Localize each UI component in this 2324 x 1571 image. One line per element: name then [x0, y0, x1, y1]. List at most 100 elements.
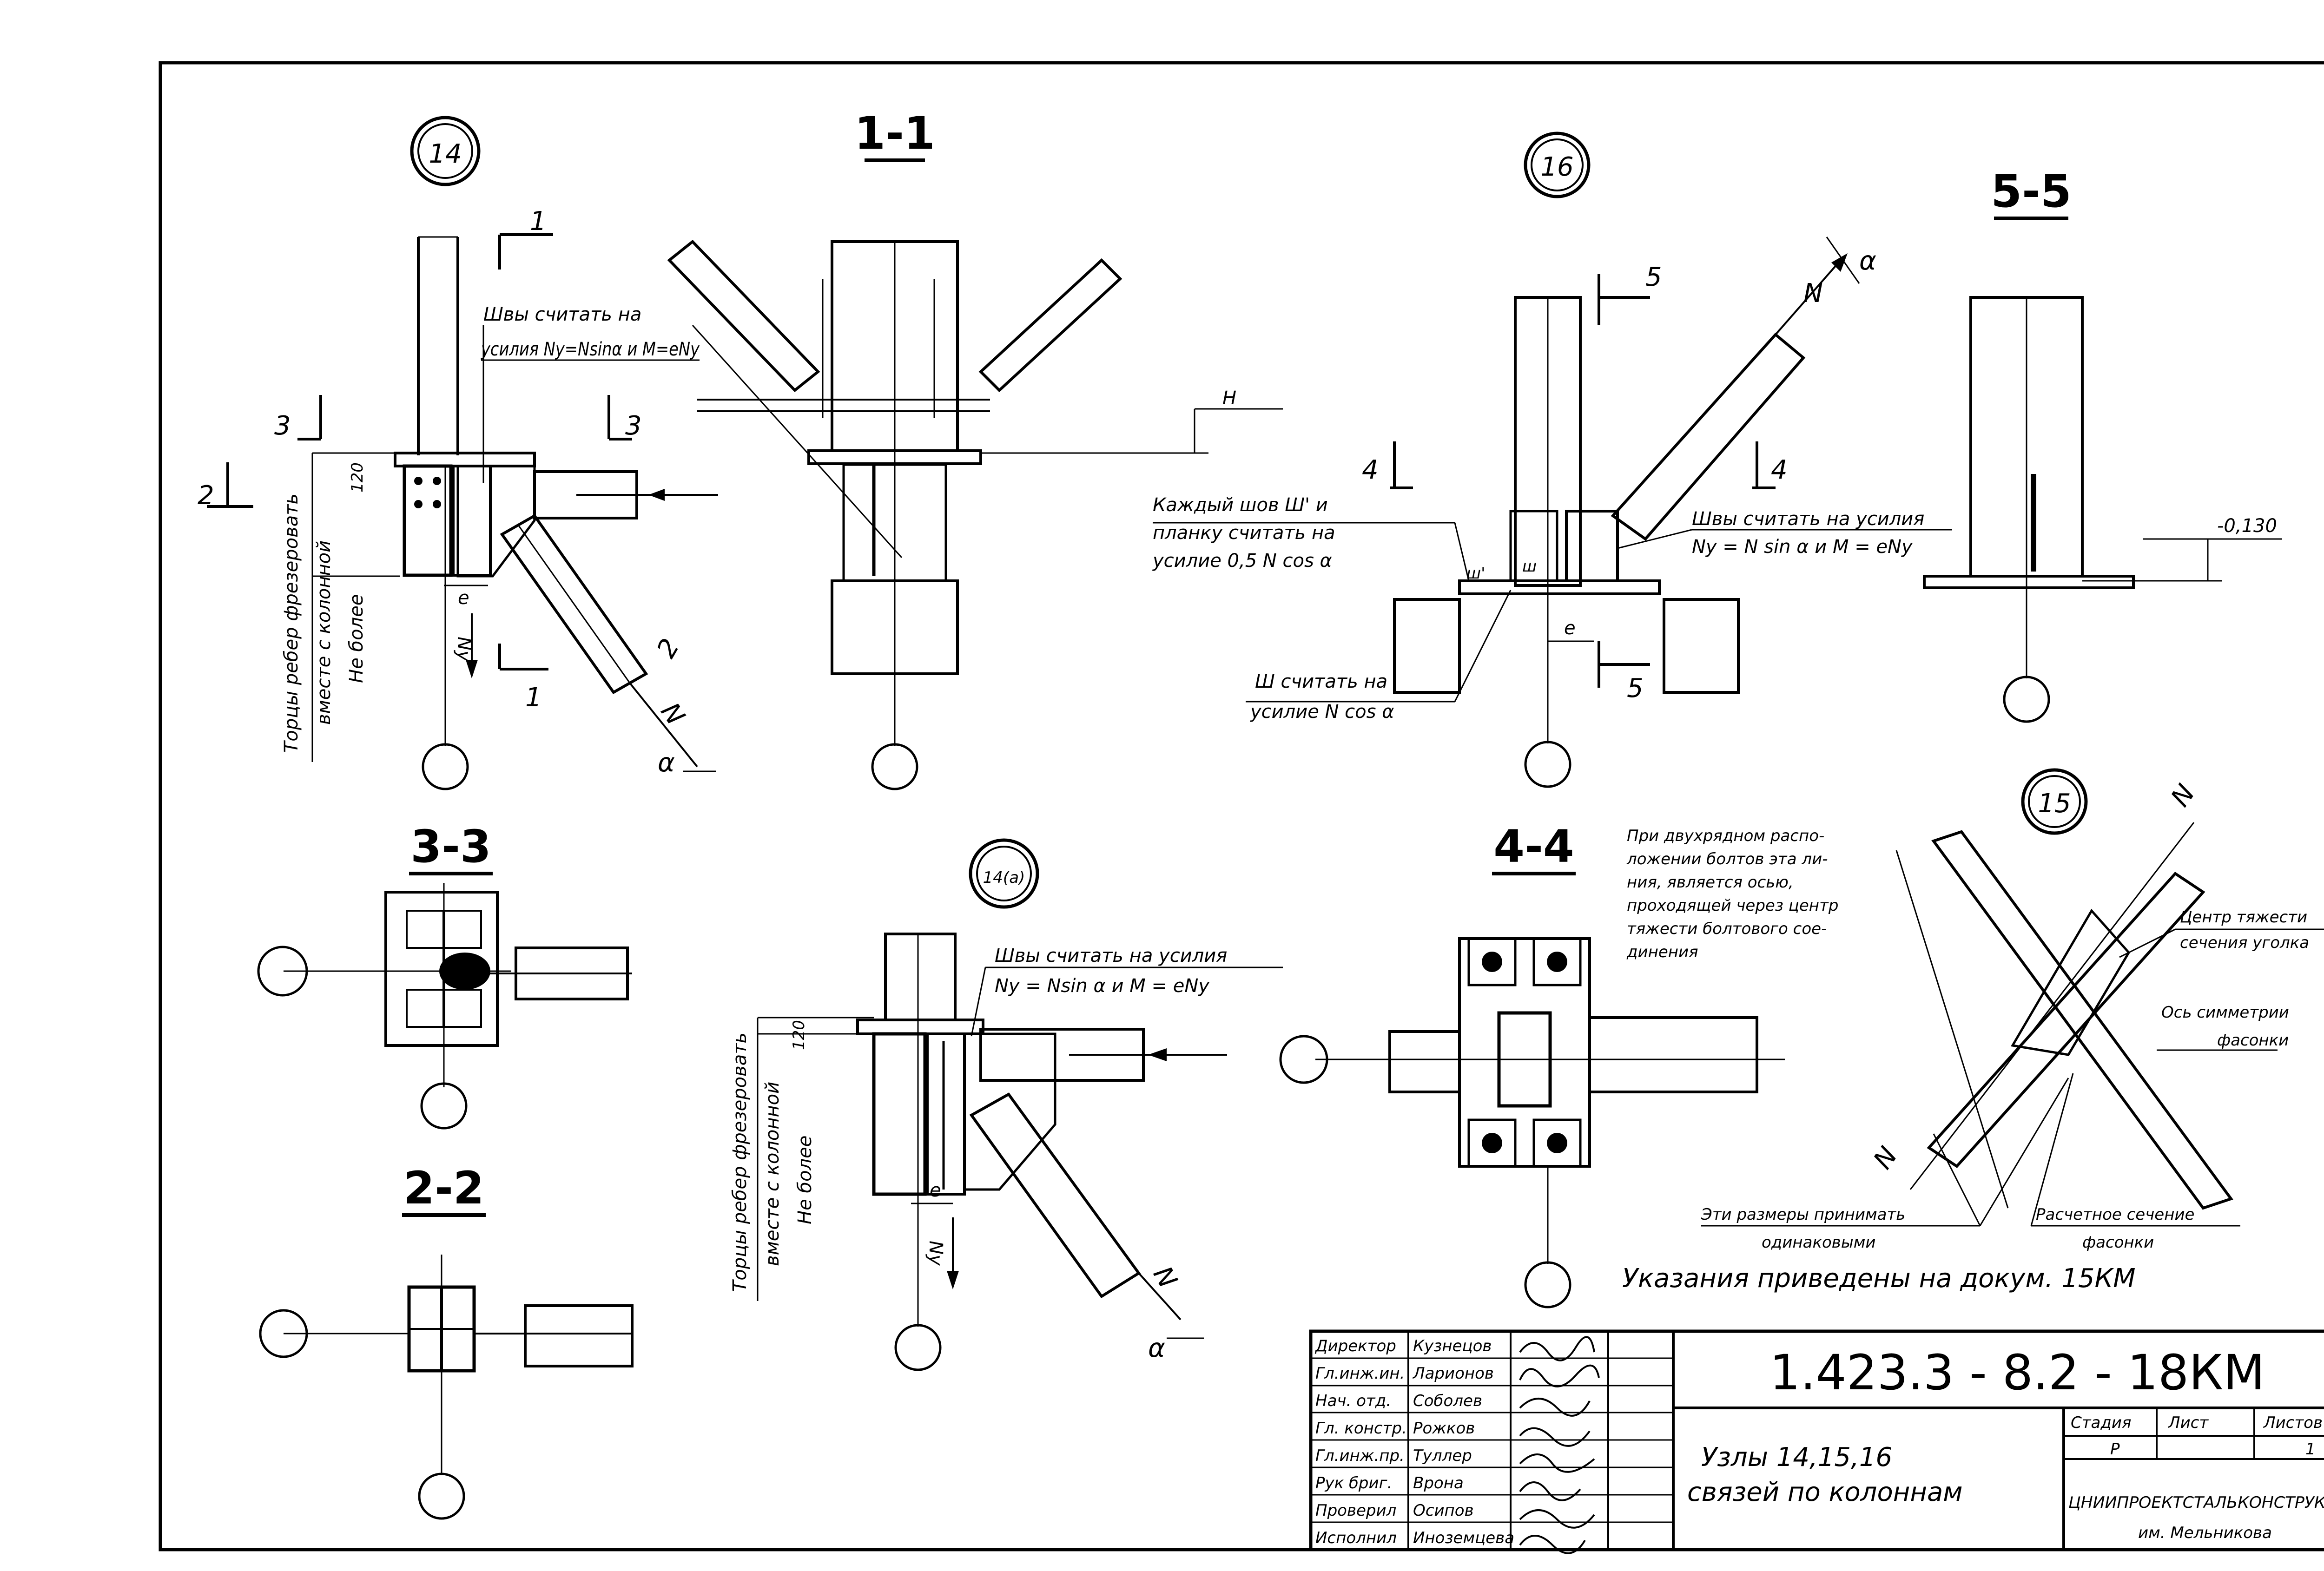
sheets-value: 1 [2305, 1440, 2316, 1459]
note-calc-section-2: фасонки [2082, 1233, 2154, 1252]
label-sh-prime-16: ш' [1466, 564, 1485, 583]
staff-name: Врона [1413, 1474, 1464, 1492]
mark-H: Н [1222, 388, 1236, 409]
sheet-label: Лист [2167, 1413, 2209, 1432]
note-14-milled-3: Не более [346, 594, 367, 683]
label-N-16: N [1803, 278, 1823, 309]
staff-name: Ларионов [1412, 1364, 1494, 1383]
section-2-2: 2-2 [259, 1162, 634, 1520]
staff-role: Гл.инж.пр. [1315, 1446, 1405, 1465]
section-title-5-5: 5-5 [1991, 165, 2071, 217]
dim-120-14a: 120 [790, 1020, 808, 1050]
note-14-milled-1: Торцы ребер фрезеровать [281, 493, 302, 753]
staff-role: Рук бриг. [1315, 1474, 1392, 1492]
note-bolts-6: динения [1626, 943, 1698, 961]
cut-4-left: 4 [1362, 455, 1379, 485]
section-5-5: 5-5 -0,130 [1923, 165, 2282, 723]
sheets-label: Листов [2263, 1413, 2323, 1432]
note-16-sh-2: усилие N cos α [1250, 701, 1394, 723]
note-14a-welds-2: Ny = Nsin α и M = eNy [995, 975, 1210, 997]
node-14a: 14(а) N α e Ny Швы считать на усилия Ny … [729, 838, 1283, 1371]
label-N-15-bottom: N [1868, 1141, 1903, 1175]
label-N-15-top: N [2165, 779, 2201, 812]
note-calc-section-1: Расчетное сечение [2036, 1205, 2194, 1224]
label-sh-16: ш [1522, 557, 1537, 576]
note-14-milled-2: вместе с колонной [313, 540, 335, 725]
note-symmetry-2: фасонки [2217, 1031, 2289, 1050]
label-alpha-14a: α [1148, 1333, 1165, 1363]
node-14: 14 N α e Ny 1 [198, 116, 718, 790]
callout-14: 14 [429, 139, 462, 169]
staff-role: Гл.инж.ин. [1315, 1364, 1405, 1383]
section-4-4: 4-4 При двухрядном распо- ложении болтов… [1279, 821, 2009, 1308]
cut-5-bottom: 5 [1627, 673, 1644, 703]
note-centroid-1: Центр тяжести [2180, 908, 2307, 927]
note-16-welds-2: Ny = N sin α и M = eNy [1692, 536, 1913, 558]
signatures [1519, 1336, 1600, 1554]
note-symmetry-1: Ось симметрии [2161, 1003, 2289, 1022]
cut-3-right: 3 [625, 411, 642, 441]
cut-1-bottom: 1 [525, 683, 542, 713]
callout-16: 16 [1540, 152, 1573, 182]
title-block: Директор Кузнецов Гл.инж.ин. Ларионов На… [1309, 1329, 2324, 1554]
note-equal-1: Эти размеры принимать [1701, 1205, 1905, 1224]
stage-value: Р [2110, 1440, 2120, 1459]
stage-label: Стадия [2071, 1413, 2131, 1432]
note-16-welds-1: Швы считать на усилия [1692, 508, 1924, 530]
staff-role: Исполнил [1315, 1529, 1397, 1547]
label-e-16: e [1564, 618, 1576, 639]
note-16-each-2: планку считать на [1153, 522, 1335, 544]
callout-15: 15 [2038, 789, 2071, 819]
note-16-sh-1: Ш считать на [1255, 671, 1387, 692]
callout-circle-15 [2021, 768, 2088, 835]
section-title-2-2: 2-2 [403, 1162, 484, 1214]
note-bolts-3: ния, является осью, [1627, 873, 1794, 892]
label-N: N [655, 697, 691, 731]
label-alpha-16: α [1859, 246, 1876, 276]
label-Ny-14a: Ny [925, 1241, 946, 1266]
section-title-3-3: 3-3 [410, 821, 491, 873]
staff-role: Нач. отд. [1315, 1392, 1391, 1410]
staff-name: Туллер [1413, 1446, 1472, 1465]
note-bolts-5: тяжести болтового сое- [1627, 920, 1827, 938]
staff-name: Кузнецов [1413, 1337, 1492, 1355]
label-e-14a: e [930, 1180, 941, 1201]
cut-4-right: 4 [1771, 455, 1788, 485]
callout-14a: 14(а) [983, 868, 1025, 887]
note-16-each-3: усилие 0,5 N cos α [1152, 550, 1332, 572]
note-14a-welds-1: Швы считать на усилия [995, 945, 1227, 966]
note-14-welds-2: усилия Ny=Nsinα и M=eNy [481, 339, 700, 360]
note-centroid-2: сечения уголка [2180, 933, 2309, 952]
staff-role: Проверил [1315, 1501, 1396, 1520]
note-16-each-1: Каждый шов Ш' и [1153, 494, 1328, 516]
cut-1-top: 1 [530, 206, 547, 237]
label-alpha: α [658, 748, 675, 778]
note-14a-milled-1: Торцы ребер фрезеровать [729, 1032, 751, 1292]
staff-name: Осипов [1413, 1501, 1474, 1520]
staff-role: Гл. констр. [1315, 1419, 1407, 1438]
note-bolts-4: проходящей через центр [1627, 896, 1838, 915]
callout-circle-14a [969, 838, 1039, 909]
section-title-4-4: 4-4 [1493, 821, 1574, 873]
section-title-1-1: 1-1 [854, 107, 935, 159]
note-bolts-2: ложении болтов эта ли- [1626, 850, 1828, 868]
organization-1: ЦНИИПРОЕКТСТАЛЬКОНСТРУКЦИЯ [2068, 1493, 2324, 1512]
staff-name: Рожков [1413, 1419, 1475, 1438]
staff-name: Соболев [1413, 1392, 1482, 1410]
node-16: 16 N α 5 5 4 4 e ш ш' Каждый шов Ш' и пл… [1152, 131, 1952, 788]
reference-note: Указания приведены на докум. 15КМ [1622, 1263, 2136, 1294]
elevation-mark: -0,130 [2217, 515, 2277, 537]
cut-3-left: 3 [274, 411, 291, 441]
section-1-1: 1-1 Н [667, 107, 1283, 790]
callout-circle-16 [1524, 131, 1591, 198]
callout-circle-14 [410, 116, 481, 186]
cut-5-top: 5 [1645, 262, 1662, 292]
section-3-3: 3-3 [257, 821, 632, 1130]
note-equal-2: одинаковыми [1762, 1233, 1875, 1252]
staff-name: Иноземцева [1413, 1529, 1514, 1547]
dim-120-14: 120 [348, 462, 367, 493]
drawing-title-1: Узлы 14,15,16 [1701, 1442, 1892, 1472]
note-14a-milled-2: вместе с колонной [762, 1082, 783, 1266]
label-e: e [458, 587, 469, 609]
